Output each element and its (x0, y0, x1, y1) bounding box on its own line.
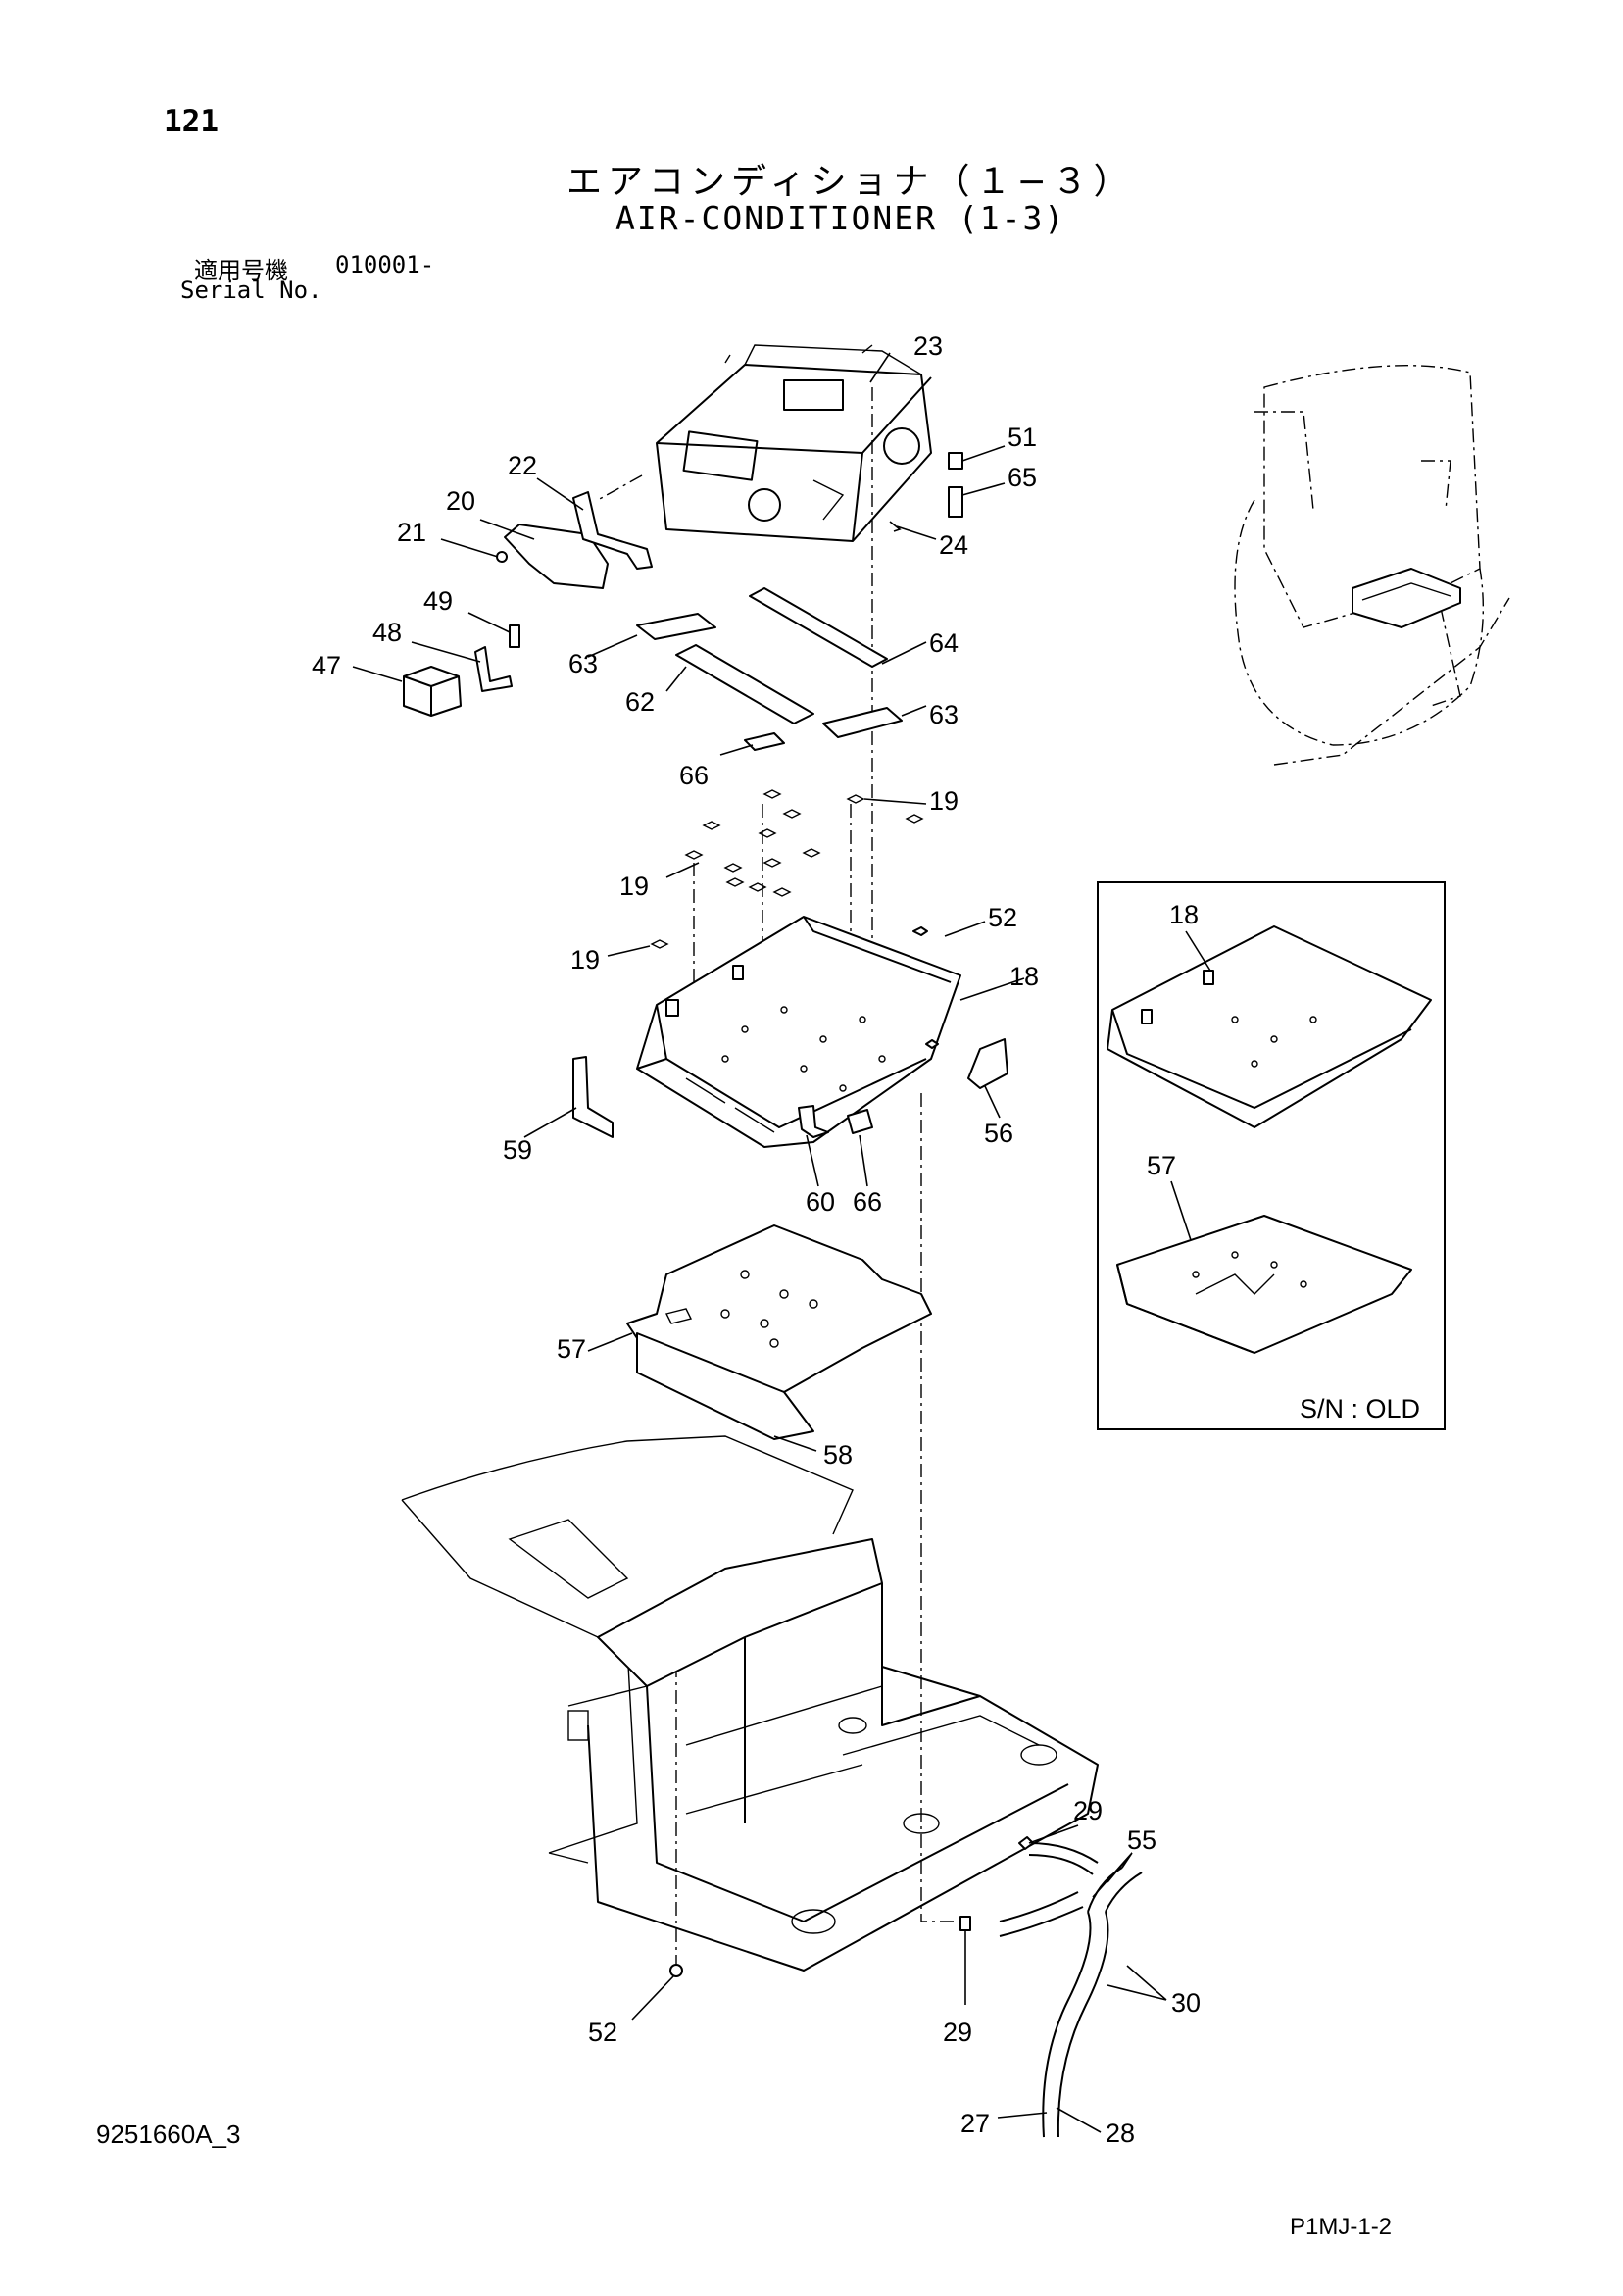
callout-19-left: 19 (570, 945, 600, 974)
title-english: AIR-CONDITIONER (1-3) (615, 199, 1066, 237)
callout-19-mid: 19 (619, 872, 649, 901)
callout-24: 24 (939, 530, 968, 560)
callout-28: 28 (1106, 2119, 1135, 2148)
callout-65: 65 (1008, 463, 1037, 492)
callout-66-lower: 66 (853, 1187, 882, 1217)
callout-48: 48 (372, 618, 402, 647)
inset-callout-57: 57 (1147, 1151, 1176, 1180)
inset-plate-57 (1116, 1215, 1412, 1354)
serial-label-japanese: 適用号機 (194, 257, 288, 284)
title-japanese: エアコンディショナ（１−３） (566, 162, 1135, 202)
bracket-parts (496, 491, 653, 589)
callout-62: 62 (625, 687, 655, 717)
guide-line-e (920, 1093, 965, 1922)
callout-22: 22 (508, 451, 537, 480)
serial-value: 010001- (335, 251, 435, 278)
air-conditioner-unit (656, 344, 932, 542)
callout-55: 55 (1127, 1825, 1156, 1855)
callout-56: 56 (984, 1119, 1013, 1148)
callout-19-right: 19 (929, 786, 959, 816)
small-brackets-lower (572, 1038, 1008, 1138)
guide-line-g (597, 474, 643, 501)
inset-caption: S/N : OLD (1300, 1394, 1420, 1423)
inset-callout-18: 18 (1169, 900, 1199, 929)
small-parts-right (889, 452, 963, 532)
callout-52-lower: 52 (588, 2018, 617, 2047)
serial-label-english: Serial No. (180, 276, 322, 304)
callout-47: 47 (312, 651, 341, 680)
callout-21: 21 (397, 518, 426, 547)
seal-pads (636, 587, 903, 751)
floor-plate-57-58 (626, 1224, 932, 1440)
callout-58: 58 (823, 1440, 853, 1470)
callout-57: 57 (557, 1334, 586, 1364)
tray-part-18 (636, 916, 961, 1148)
page-code: P1MJ-1-2 (1290, 2214, 1393, 2240)
callout-59: 59 (503, 1135, 532, 1165)
callout-23: 23 (913, 331, 943, 361)
leader-lines (352, 352, 1211, 2133)
base-frame (401, 1435, 1099, 1977)
inset-frame (1097, 881, 1446, 1430)
callout-27: 27 (960, 2109, 990, 2138)
machine-silhouette (1234, 365, 1510, 766)
callout-63-lower: 63 (929, 700, 959, 729)
inset-tray-18 (1107, 925, 1432, 1128)
drain-hoses (959, 1836, 1143, 2138)
small-parts-left (403, 624, 520, 717)
callout-51: 51 (1008, 423, 1037, 452)
callout-29-lower: 29 (943, 2018, 972, 2047)
callout-30: 30 (1171, 1988, 1201, 2018)
drawing-number: 9251660A_3 (96, 2120, 241, 2149)
callout-64: 64 (929, 628, 959, 658)
page-number: 121 (164, 104, 219, 139)
callout-29-upper: 29 (1073, 1796, 1103, 1825)
small-squares (650, 789, 924, 949)
callout-52-upper: 52 (988, 903, 1017, 932)
callout-63-upper: 63 (568, 649, 598, 678)
callout-60: 60 (806, 1187, 835, 1217)
callout-18: 18 (1009, 962, 1039, 991)
callout-49: 49 (423, 586, 453, 616)
callout-20: 20 (446, 486, 475, 516)
callout-66-upper: 66 (679, 761, 709, 790)
